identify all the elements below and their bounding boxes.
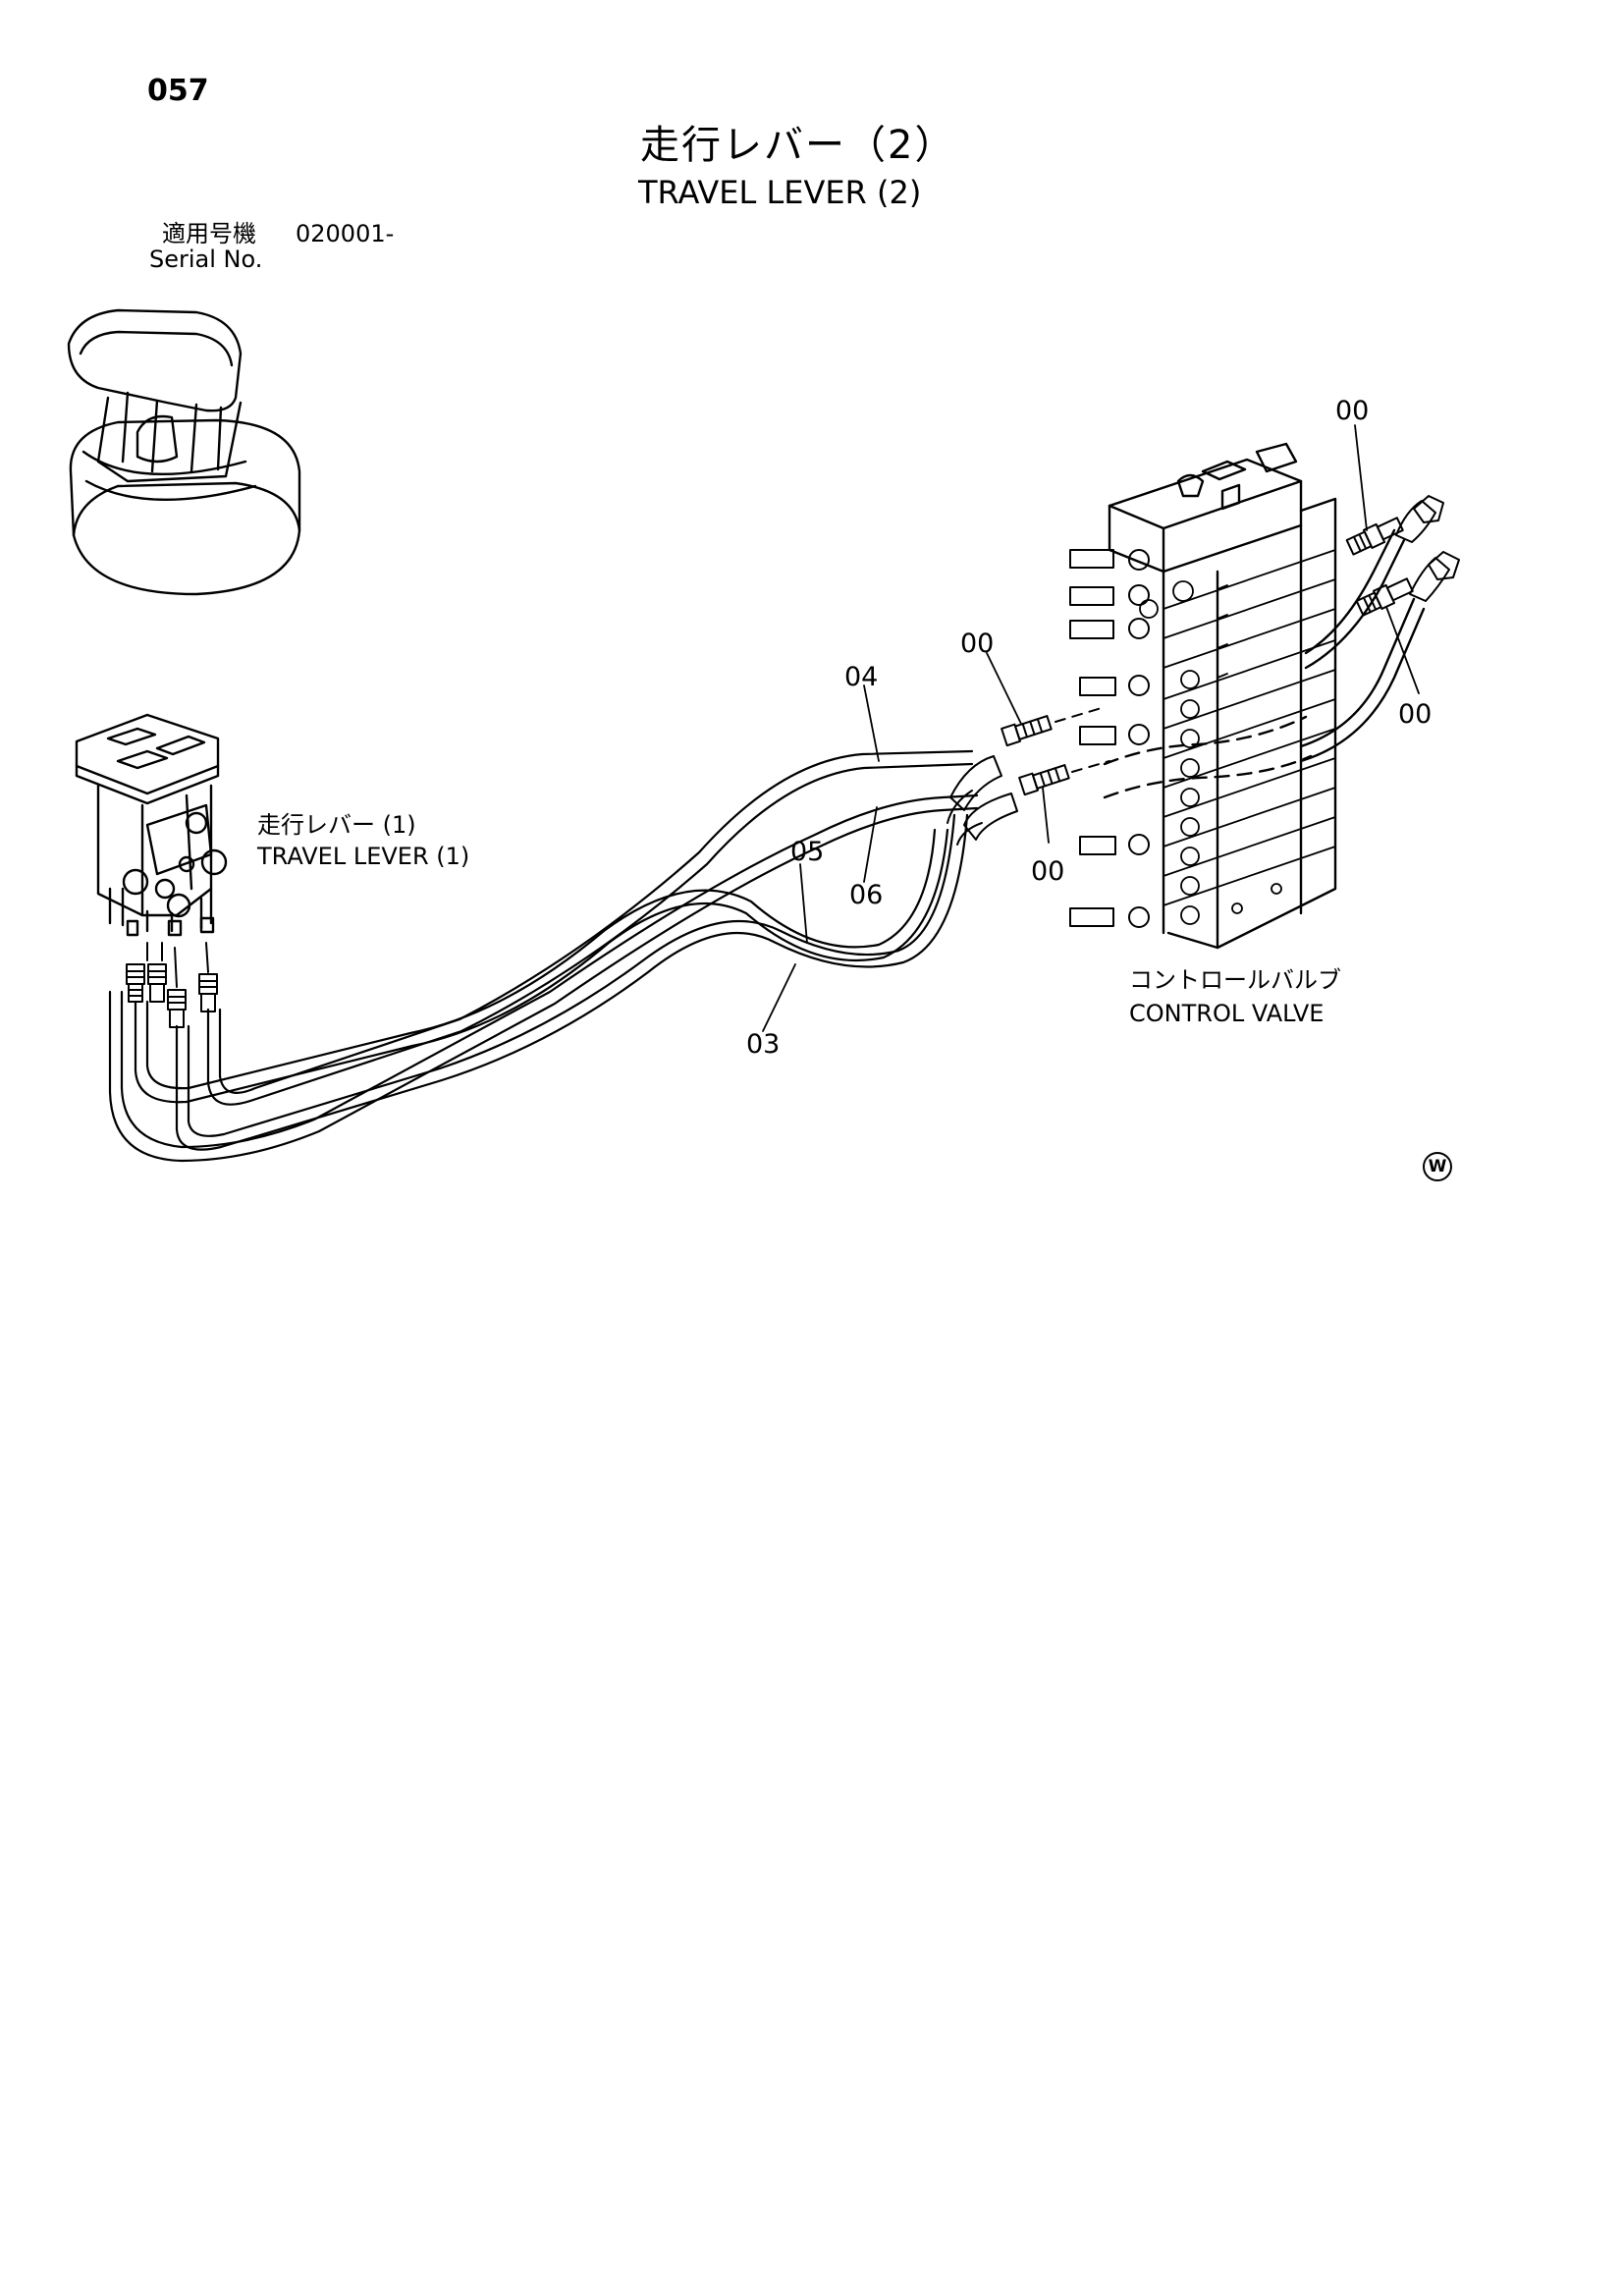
part-number-fitting-mid-upper: 00 <box>960 629 995 659</box>
part-number-hose-06: 06 <box>849 880 884 910</box>
part-number-hose-05: 05 <box>790 837 825 867</box>
travel-lever-1-label-en: TRAVEL LEVER (1) <box>257 843 470 870</box>
lever-fittings <box>126 942 218 1028</box>
part-number-fitting-right: 00 <box>1398 699 1433 730</box>
title-japanese: 走行レバー（2） <box>640 123 956 168</box>
travel-lever-1-body <box>75 713 228 937</box>
travel-lever-overview <box>67 308 301 596</box>
part-number-fitting-mid-lower: 00 <box>1031 856 1065 887</box>
serial-label-japanese: 適用号機 <box>162 220 256 247</box>
hoses <box>108 749 979 1163</box>
page-number: 057 <box>147 74 209 108</box>
part-number-hose-03: 03 <box>746 1029 781 1060</box>
control-valve-label-en: CONTROL VALVE <box>1129 1000 1325 1027</box>
circled-w-mark: W <box>1423 1152 1452 1181</box>
serial-number-value: 020001- <box>296 220 395 247</box>
travel-lever-1-label-ja: 走行レバー (1) <box>257 811 416 839</box>
right-fittings <box>1345 495 1460 617</box>
control-valve <box>1069 442 1426 950</box>
control-valve-label-ja: コントロールバルブ <box>1129 966 1341 994</box>
mid-fittings <box>947 706 1110 846</box>
serial-label-english: Serial No. <box>149 246 263 273</box>
part-number-fitting-top-right: 00 <box>1335 396 1370 426</box>
title-english: TRAVEL LEVER (2) <box>638 174 922 211</box>
leader-lines <box>762 424 1420 1032</box>
part-number-hose-04: 04 <box>844 662 879 692</box>
